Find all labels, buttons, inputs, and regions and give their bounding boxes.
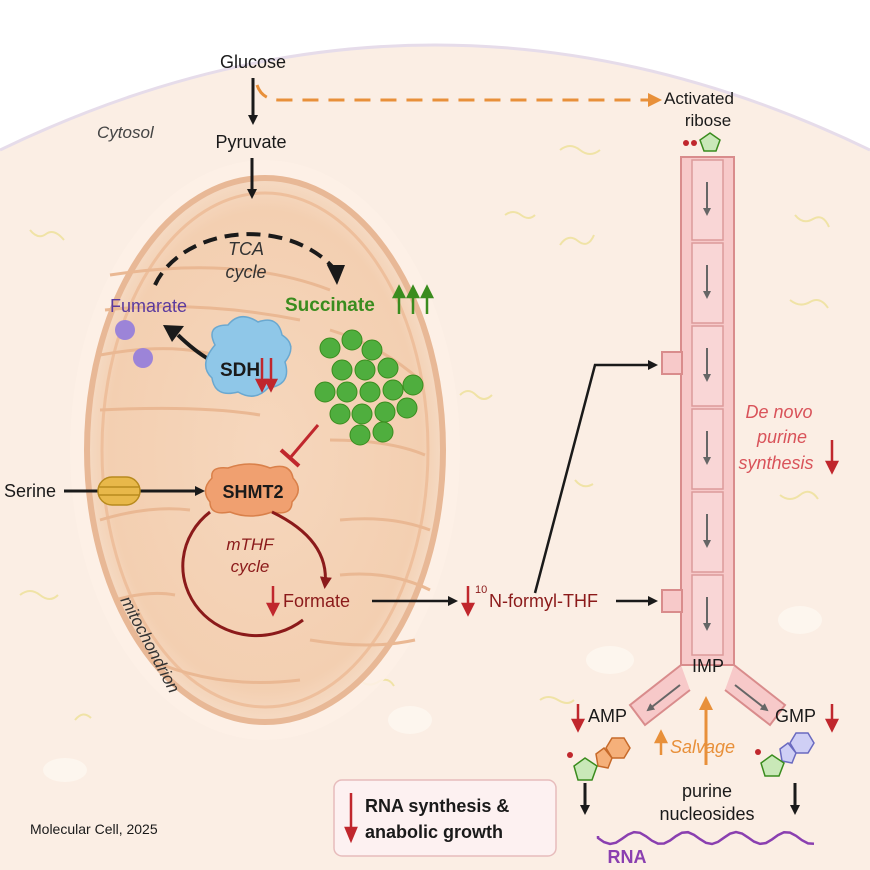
rna-strand bbox=[596, 830, 815, 846]
succinate-particle bbox=[349, 424, 371, 446]
gmp-molecule-icon bbox=[755, 732, 815, 777]
gmp-down-arrow bbox=[824, 704, 840, 733]
succinate-particle bbox=[341, 329, 363, 351]
succinate-label: Succinate bbox=[285, 295, 375, 316]
de-novo-label-1: De novo bbox=[745, 402, 812, 422]
mthf-cycle: mTHF cycle bbox=[181, 510, 332, 638]
fumarate-molecules bbox=[115, 320, 153, 368]
succinate-particle bbox=[319, 337, 341, 359]
shmt2-label: SHMT2 bbox=[222, 482, 283, 502]
mthf-label-2: cycle bbox=[231, 557, 270, 576]
amp-label: AMP bbox=[588, 706, 627, 726]
succinate-particle bbox=[402, 374, 424, 396]
rna-label: RNA bbox=[608, 847, 647, 867]
succinate-particle bbox=[351, 403, 373, 425]
de-novo-down-arrow bbox=[824, 440, 840, 475]
de-novo-label-2: purine bbox=[756, 427, 807, 447]
succinate-particle bbox=[382, 379, 404, 401]
purine-nucleosides-label-2: nucleosides bbox=[659, 804, 754, 824]
succinate-particle bbox=[374, 401, 396, 423]
outcome-box: RNA synthesis & anabolic growth bbox=[333, 779, 557, 857]
shmt2-enzyme: SHMT2 bbox=[204, 463, 299, 517]
succinate-particle bbox=[354, 359, 376, 381]
succinate-particle bbox=[329, 403, 351, 425]
gmp-label: GMP bbox=[775, 706, 816, 726]
succinate-up-arrows bbox=[391, 284, 435, 314]
sdh-label: SDH bbox=[220, 360, 260, 381]
formate-label: Formate bbox=[283, 591, 350, 611]
amp-down-arrow bbox=[570, 704, 586, 733]
succinate-particle bbox=[361, 339, 383, 361]
salvage-label: Salvage bbox=[670, 737, 735, 757]
serine-label: Serine bbox=[4, 481, 56, 501]
ribose-icon bbox=[683, 132, 721, 152]
succinate-particle bbox=[396, 397, 418, 419]
serine-transporter-icon bbox=[97, 476, 141, 506]
de-novo-label-3: synthesis bbox=[738, 453, 813, 473]
glucose-label: Glucose bbox=[220, 52, 286, 72]
de-novo-synthesis-tube bbox=[628, 156, 787, 727]
mthf-label-1: mTHF bbox=[226, 535, 275, 554]
succinate-particle bbox=[336, 381, 358, 403]
succinate-particle bbox=[331, 359, 353, 381]
purine-nucleosides-label-1: purine bbox=[682, 781, 732, 801]
succinate-particle bbox=[377, 357, 399, 379]
formate-down-arrow bbox=[265, 586, 281, 617]
imp-label: IMP bbox=[692, 656, 724, 676]
mitochondrion bbox=[70, 160, 460, 740]
tca-label-2: cycle bbox=[225, 262, 266, 282]
salvage-up-arrow bbox=[653, 729, 669, 755]
outcome-label-2: anabolic growth bbox=[365, 822, 503, 842]
tube-segment bbox=[691, 491, 724, 573]
succinate-particles bbox=[314, 329, 424, 446]
inhibition-line bbox=[279, 424, 320, 468]
tca-label-1: TCA bbox=[228, 239, 264, 259]
cytosol-label: Cytosol bbox=[97, 123, 155, 142]
citation-label: Molecular Cell, 2025 bbox=[30, 821, 158, 837]
formyl-thf-label: N-formyl-THF bbox=[489, 591, 598, 611]
formyl-thf-to-denovo-upper-arrow bbox=[533, 360, 658, 594]
formyl-thf-superscript: 10 bbox=[475, 584, 487, 596]
formyl-thf-down-arrow bbox=[460, 586, 476, 617]
sdh-enzyme: SDH bbox=[205, 316, 292, 397]
pyruvate-label: Pyruvate bbox=[215, 132, 286, 152]
succinate-particle bbox=[372, 421, 394, 443]
glucose-to-ribose-dashed-arrow bbox=[255, 84, 662, 107]
outcome-label-1: RNA synthesis & bbox=[365, 796, 509, 816]
activated-ribose-label-1: Activated bbox=[664, 89, 734, 108]
amp-molecule-icon bbox=[567, 737, 631, 781]
succinate-particle bbox=[359, 381, 381, 403]
succinate-particle bbox=[314, 381, 336, 403]
activated-ribose-label-2: ribose bbox=[685, 111, 731, 130]
fumarate-label: Fumarate bbox=[110, 296, 187, 316]
